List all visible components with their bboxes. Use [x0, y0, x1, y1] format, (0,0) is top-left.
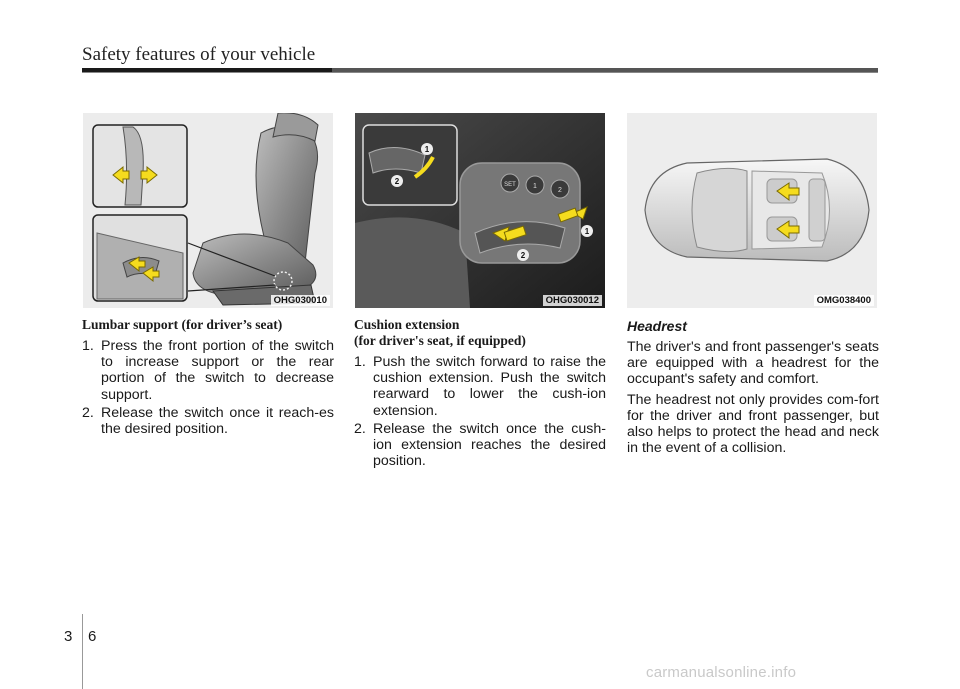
inset-callout-1: 1: [425, 145, 430, 154]
list-item: 1. Push the switch forward to raise the …: [354, 354, 606, 419]
header-rule: [82, 68, 878, 73]
step-text: Press the front portion of the switch to…: [101, 338, 334, 403]
cushion-switch-illustration: SET 1 2 1 2 1 2: [355, 113, 605, 308]
memory-1-label: 1: [533, 183, 537, 190]
cushion-heading-line1: Cushion extension: [354, 317, 460, 332]
page-header-title: Safety features of your vehicle: [82, 44, 316, 65]
lumbar-support-section: Lumbar support (for driver’s seat) 1. Pr…: [82, 317, 334, 439]
list-item: 1. Press the front portion of the switch…: [82, 338, 334, 403]
watermark: carmanualsonline.info: [646, 664, 797, 681]
step-text: Push the switch forward to raise the cus…: [373, 354, 606, 419]
figure-code: OHG030012: [542, 295, 602, 306]
list-item: 2. Release the switch once the cush-ion …: [354, 421, 606, 470]
lumbar-seat-illustration: [92, 113, 319, 306]
car-top-view-illustration: [644, 158, 870, 262]
lumbar-steps: 1. Press the front portion of the switch…: [82, 338, 334, 437]
inset-callout-2: 2: [395, 177, 400, 186]
headrest-section: Headrest The driver's and front passenge…: [627, 317, 879, 456]
headrest-heading: Headrest: [627, 318, 687, 334]
page-number-divider: [82, 614, 83, 689]
headrest-paragraph-1: The driver's and front passenger's seats…: [627, 339, 879, 388]
lumbar-heading: Lumbar support (for driver’s seat): [82, 317, 283, 332]
set-button-label: SET: [504, 182, 516, 188]
step-number: 1.: [354, 354, 366, 370]
figure-code: OMG038400: [813, 295, 874, 306]
figure-headrest: OMG038400: [627, 113, 877, 308]
figure-cushion-extension: SET 1 2 1 2 1 2 OHG030012: [355, 113, 605, 308]
list-item: 2. Release the switch once it reach-es t…: [82, 405, 334, 437]
headrest-paragraph-2: The headrest not only provides com-fort …: [627, 391, 879, 457]
step-number: 2.: [82, 404, 94, 421]
callout-1: 1: [585, 227, 590, 236]
step-text: Release the switch once the cush-ion ext…: [373, 420, 606, 470]
memory-2-label: 2: [558, 187, 562, 194]
cushion-extension-section: Cushion extension (for driver's seat, if…: [354, 317, 606, 471]
chapter-number: 3: [64, 628, 73, 645]
page-number: 6: [88, 628, 97, 645]
step-number: 2.: [354, 420, 366, 437]
cushion-heading-line2: (for driver's seat, if equipped): [354, 333, 526, 348]
step-text: Release the switch once it reach-es the …: [101, 404, 334, 438]
figure-code: OHG030010: [270, 295, 330, 306]
callout-2: 2: [521, 251, 526, 260]
step-number: 1.: [82, 338, 94, 354]
cushion-steps: 1. Push the switch forward to raise the …: [354, 354, 606, 469]
figure-lumbar-support: OHG030010: [83, 113, 333, 308]
